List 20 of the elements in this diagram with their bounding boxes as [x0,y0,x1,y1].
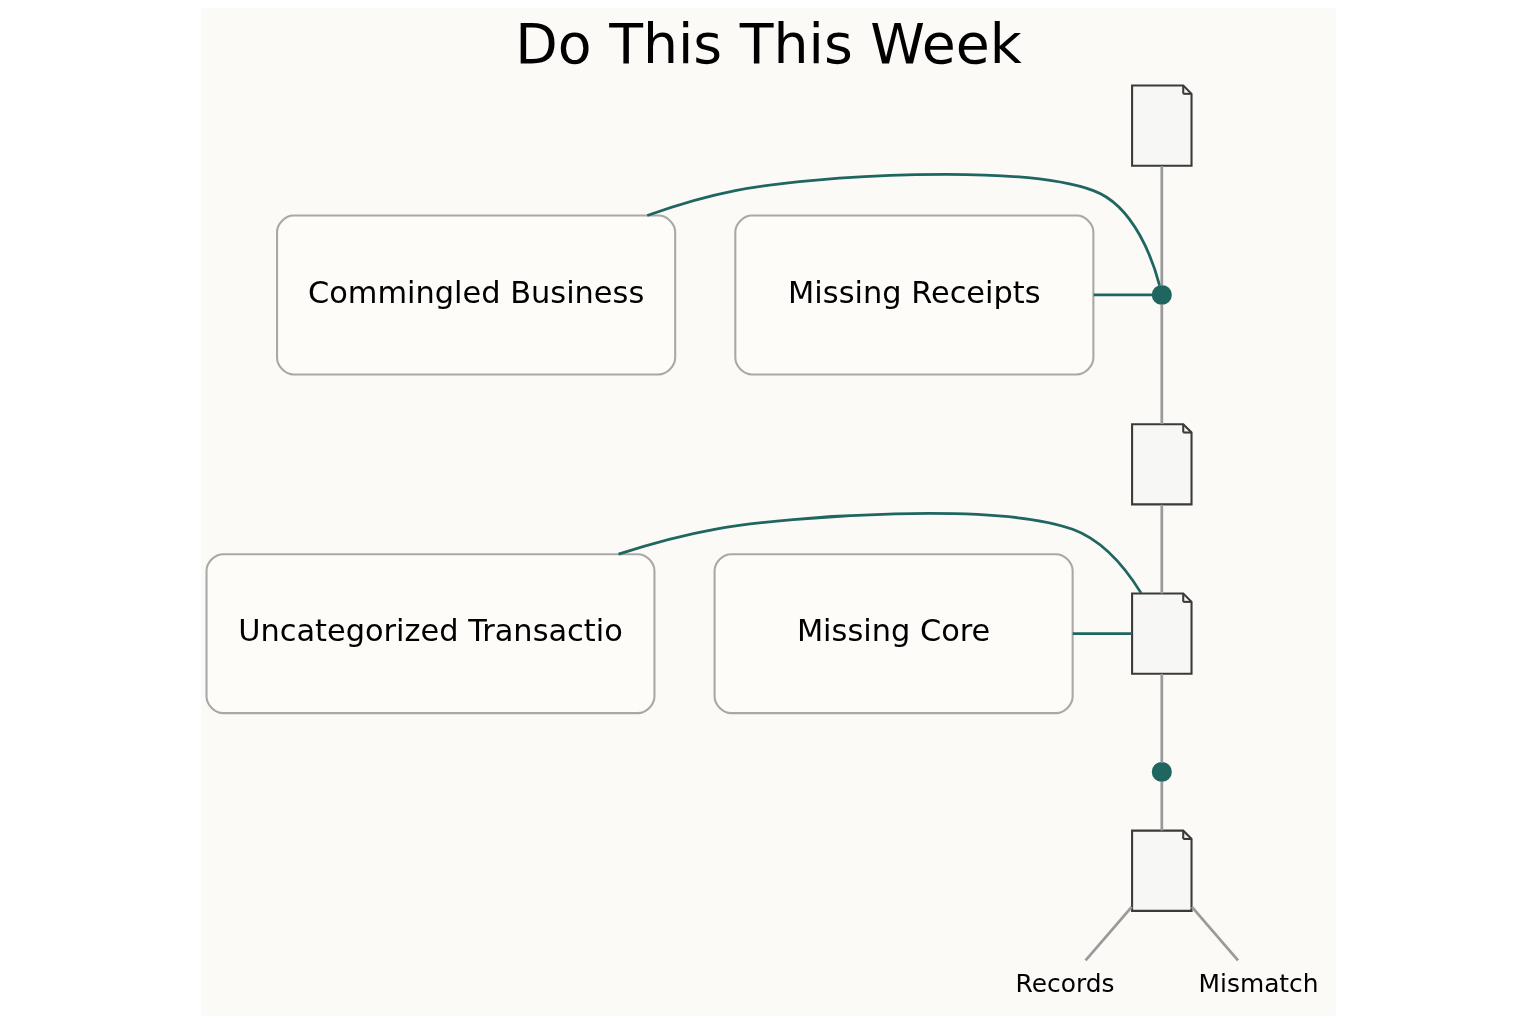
node-box: Missing Core [713,553,1074,715]
diagram-title: Do This This Week [514,12,1022,77]
connector [1159,166,1163,286]
connector [1072,632,1132,636]
connector [1084,906,1133,962]
node-circle [1151,284,1172,305]
connector [1093,293,1153,297]
connector [646,173,1161,286]
connector [1159,504,1163,594]
connector [617,512,1142,594]
connector [1159,304,1163,425]
connector [1159,781,1163,831]
connector [1190,906,1239,962]
node-box: Commingled Business [275,214,676,376]
node-text: Records [1015,968,1114,998]
connector [1159,673,1163,763]
node-text: Mismatch [1198,968,1319,998]
node-box: Missing Receipts [733,214,1094,376]
node-circle [1151,761,1172,782]
node-box: Uncategorized Transactio [205,553,655,715]
